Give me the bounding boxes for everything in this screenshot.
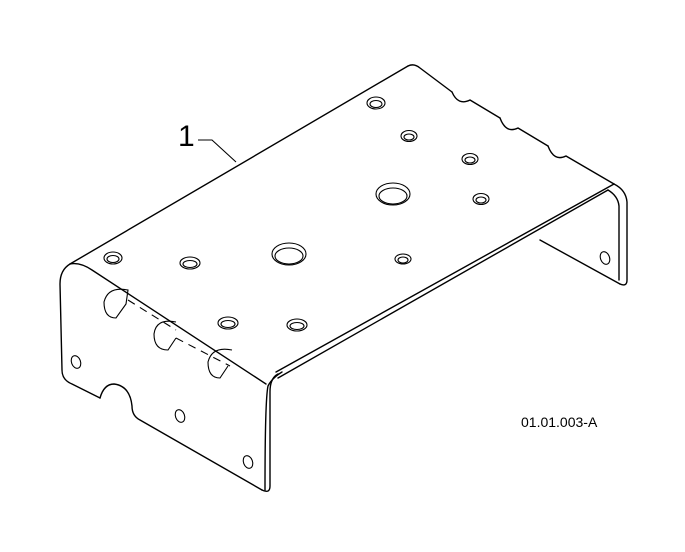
bracket-outline: [59, 64, 628, 493]
reference-code: 01.01.003-A: [521, 414, 598, 430]
flange-holes: [70, 251, 611, 469]
callout-leader: [198, 139, 237, 163]
bend-slots: [103, 288, 233, 379]
part-callout-number: 1: [178, 120, 195, 153]
top-plate-holes: [103, 96, 490, 332]
